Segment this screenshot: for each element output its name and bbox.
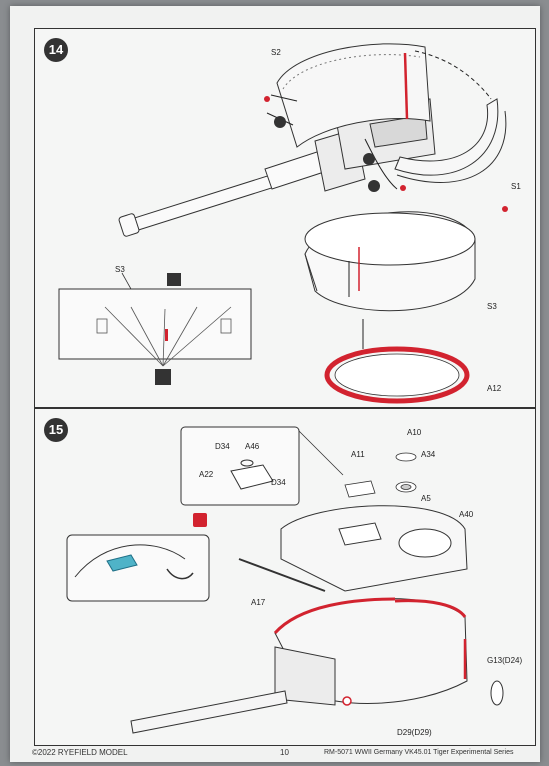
part-label-g13: G13(D24) [487, 656, 522, 665]
part-label-a11: A11 [351, 450, 365, 459]
footer-series: RM-5071 WWII Germany VK45.01 Tiger Exper… [324, 749, 514, 756]
glue-dot [400, 185, 406, 191]
detail-inset-s3 [58, 272, 252, 385]
small-parts [344, 452, 417, 498]
detail-inset-blue [66, 534, 210, 602]
part-label-s3: S3 [487, 302, 497, 311]
part-label-s3-detail: S3 [115, 265, 125, 274]
turret-roof-a40 [280, 505, 468, 592]
glue-line-s2 [403, 52, 409, 120]
part-label-a10: A10 [407, 428, 422, 437]
footer-page-number: 10 [280, 748, 289, 757]
glue-icon [368, 180, 380, 192]
part-label-a46: A46 [245, 442, 260, 451]
footer-copyright: ©2022 RYEFIELD MODEL [32, 748, 128, 757]
glue-icon [274, 116, 286, 128]
part-label-a40: A40 [459, 510, 474, 519]
glue-line-detail [165, 329, 168, 341]
part-label-a34: A34 [421, 450, 436, 459]
part-label-a5: A5 [421, 494, 431, 503]
turret-assembly [273, 597, 468, 706]
turret-ring-a12 [324, 346, 470, 404]
turret-wall-s1 [394, 98, 507, 183]
part-label-a12: A12 [487, 384, 502, 393]
gun-barrel [130, 690, 288, 734]
glue-dot [342, 696, 352, 706]
glue-dot [502, 206, 508, 212]
knife-icon [155, 369, 171, 385]
step-number-14: 14 [44, 38, 68, 62]
instruction-sheet: 14 [10, 6, 540, 762]
detail-inset-hatch [180, 426, 344, 506]
step-14-drawing: S2 S1 S3 S3 A12 [58, 43, 521, 404]
gun-barrel [118, 150, 328, 237]
part-label-s2: S2 [271, 48, 281, 57]
glue-icon [193, 513, 207, 527]
glue-icon [363, 153, 375, 165]
part-g13 [490, 680, 504, 706]
turret-ring-s3 [304, 211, 476, 312]
step-number-15: 15 [44, 418, 68, 442]
step-15-panel: 15 [34, 408, 536, 746]
part-label-a17: A17 [251, 598, 266, 607]
part-label-d29: D29(D29) [397, 728, 432, 737]
part-label-s1: S1 [511, 182, 521, 191]
glue-icon [167, 273, 181, 286]
step-14-panel: 14 [34, 28, 536, 408]
rail-a17 [238, 558, 326, 592]
part-label-a22: A22 [199, 470, 214, 479]
turret-wall-s2 [276, 43, 431, 148]
part-label-d34-side: D34 [271, 478, 286, 487]
glue-dot [264, 96, 270, 102]
step-15-drawing: D34 A46 A22 D34 A11 A10 A34 A5 A40 A17 G… [66, 426, 522, 737]
part-label-d34-top: D34 [215, 442, 230, 451]
